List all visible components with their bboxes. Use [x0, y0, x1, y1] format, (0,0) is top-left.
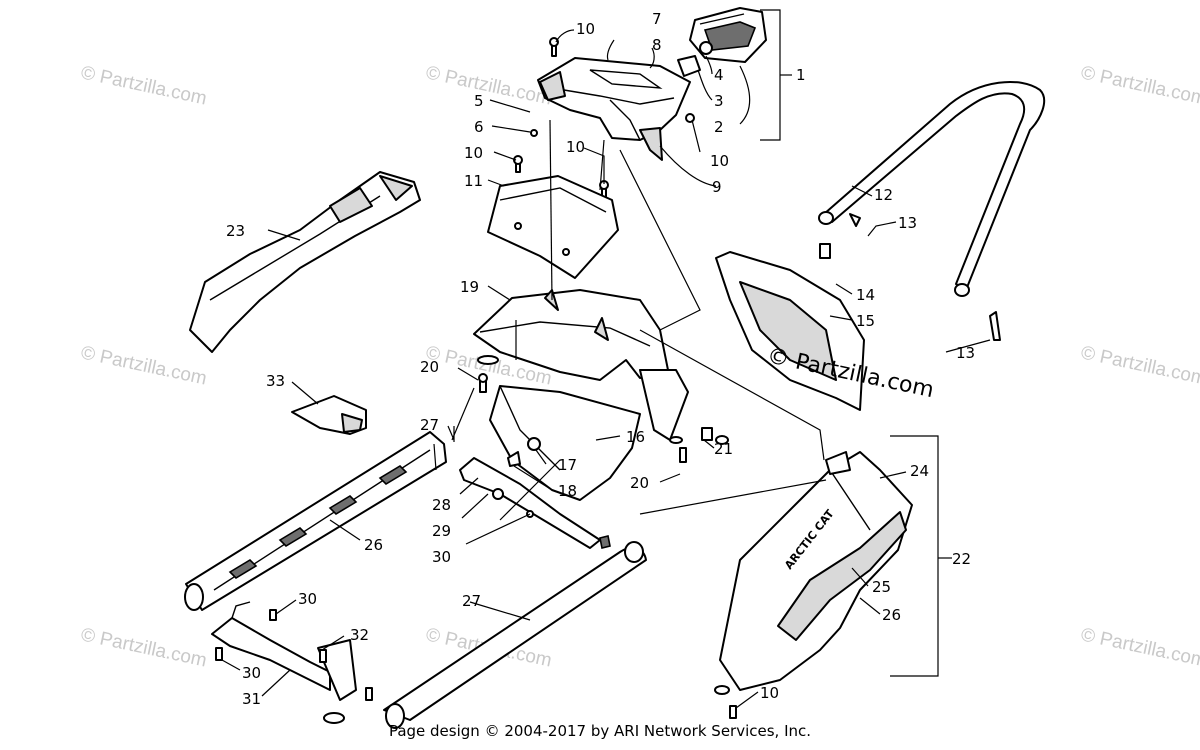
watermark: © Partzilla.com	[79, 62, 209, 109]
callout-31: 31	[242, 690, 261, 708]
callout-30: 30	[432, 548, 451, 566]
taillight-housing[interactable]	[537, 57, 691, 161]
watermark: © Partzilla.com	[79, 624, 209, 671]
callout-17: 17	[558, 456, 577, 474]
callout-23: 23	[226, 222, 245, 240]
callout-12: 12	[874, 186, 893, 204]
callout-10: 10	[760, 684, 779, 702]
callout-5: 5	[474, 92, 484, 110]
grab-bar[interactable]	[818, 80, 1046, 341]
callout-24: 25	[872, 578, 891, 596]
callout-9: 9	[712, 178, 722, 196]
callout-8: 8	[652, 36, 662, 54]
rear-bumper-cover[interactable]	[473, 289, 689, 441]
callout-7: 7	[652, 10, 662, 28]
callout-3: 3	[714, 92, 724, 110]
callout-16: 16	[626, 428, 645, 446]
callout-1: 1	[796, 66, 806, 84]
callout-18: 18	[558, 482, 577, 500]
rail-bracket-upper[interactable]	[459, 457, 611, 549]
screws[interactable]	[513, 37, 695, 199]
callout-10: 10	[576, 20, 595, 38]
callout-25: 26	[882, 606, 901, 624]
callout-27: 27	[420, 416, 439, 434]
rail-bracket-lower[interactable]	[211, 601, 373, 724]
callout-26: 27	[462, 592, 481, 610]
callout-4: 4	[714, 66, 724, 84]
callout-22: 22	[952, 550, 971, 568]
callout-30: 30	[298, 590, 317, 608]
callout-11: 11	[464, 172, 483, 190]
callout-26: 26	[364, 536, 383, 554]
callout-10: 10	[566, 138, 585, 156]
callout-20: 20	[630, 474, 649, 492]
callout-32: 32	[350, 626, 369, 644]
watermark: © Partzilla.com	[424, 62, 554, 109]
callout-leaders	[221, 9, 991, 709]
callout-30: 30	[242, 664, 261, 682]
left-side-panel[interactable]	[189, 171, 421, 353]
taillight-lens[interactable]	[689, 7, 767, 63]
bulb-socket[interactable]	[677, 41, 713, 77]
taillight-bracket[interactable]	[487, 175, 619, 279]
seat-pad[interactable]	[291, 395, 367, 435]
right-upper-panel[interactable]	[715, 243, 865, 411]
callout-28: 28	[432, 496, 451, 514]
callout-20: 20	[420, 358, 439, 376]
left-rail[interactable]	[184, 431, 447, 611]
right-rail[interactable]	[383, 541, 647, 729]
right-side-panel[interactable]: ARCTIC CAT	[714, 451, 913, 719]
watermark: © Partzilla.com	[1079, 62, 1200, 109]
callout-10: 10	[464, 144, 483, 162]
callout-13: 13	[956, 344, 975, 362]
watermark: © Partzilla.com	[1079, 342, 1200, 389]
leader-lines	[433, 119, 827, 521]
callout-6: 6	[474, 118, 484, 136]
snow-flap[interactable]	[489, 385, 641, 501]
callout-23: 24	[910, 462, 929, 480]
callout-14: 14	[856, 286, 875, 304]
callout-21: 21	[714, 440, 733, 458]
watermark: © Partzilla.com	[79, 342, 209, 389]
watermark: © Partzilla.com	[1079, 624, 1200, 671]
callout-15: 15	[856, 312, 875, 330]
callout-29: 29	[432, 522, 451, 540]
callout-33: 33	[266, 372, 285, 390]
callout-2: 2	[714, 118, 724, 136]
page-footer: Page design © 2004-2017 by ARI Network S…	[388, 722, 812, 740]
callout-13: 13	[898, 214, 917, 232]
callout-10: 10	[710, 152, 729, 170]
push-rivets[interactable]	[478, 373, 729, 463]
callout-19: 19	[460, 278, 479, 296]
callout-labels: 10 7 8 4 3 2 1 5 6 10 10 10 11 9 23 12 1…	[226, 10, 975, 708]
